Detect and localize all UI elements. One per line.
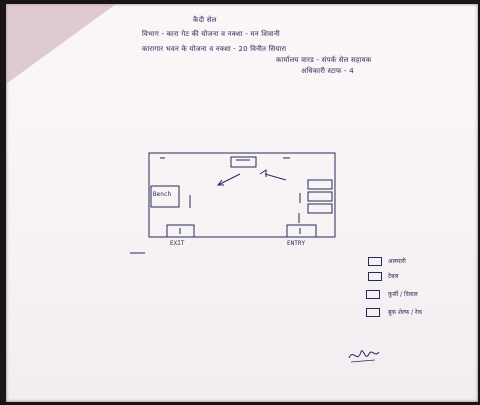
legend-label-almirah: अलमारी (388, 258, 406, 265)
legend-label-chair: कुर्सी / दिवाल (388, 291, 418, 298)
exit-label: EXIT (170, 240, 185, 247)
signature-icon (348, 350, 380, 363)
shelf-3 (307, 203, 333, 214)
legend-symbol-chair (366, 290, 380, 299)
header-line-2: कारागार भवन के योजना व नक्शा - 20 विनीत … (142, 45, 287, 53)
top-almirah (230, 156, 257, 168)
bench-label: Bench (153, 191, 172, 198)
page-title: कैदी सेल (193, 16, 217, 24)
entry-desk (286, 224, 317, 238)
legend-symbol-table (368, 272, 382, 281)
legend-symbol-almirah (368, 257, 382, 266)
legend-label-table: टेबल (388, 273, 399, 280)
shelf-1 (307, 179, 333, 190)
folded-corner (6, 4, 116, 84)
header-line-3: कार्यालय वारड - संपर्क सेल सहायक (276, 56, 372, 64)
header-line-4: अधिकारी स्टाफ - 4 (301, 67, 354, 75)
legend-symbol-shelf (366, 308, 380, 317)
legend-label-shelf: बुक शेल्फ / रेक (388, 309, 423, 316)
shelf-2 (307, 191, 333, 202)
header-line-1: विभाग - कारा गेट की योजना व नक्शा - मन श… (142, 30, 280, 38)
entry-label: ENTRY (287, 240, 306, 247)
bench-box (150, 185, 180, 208)
exit-desk (166, 224, 195, 238)
room-outline (148, 152, 336, 238)
